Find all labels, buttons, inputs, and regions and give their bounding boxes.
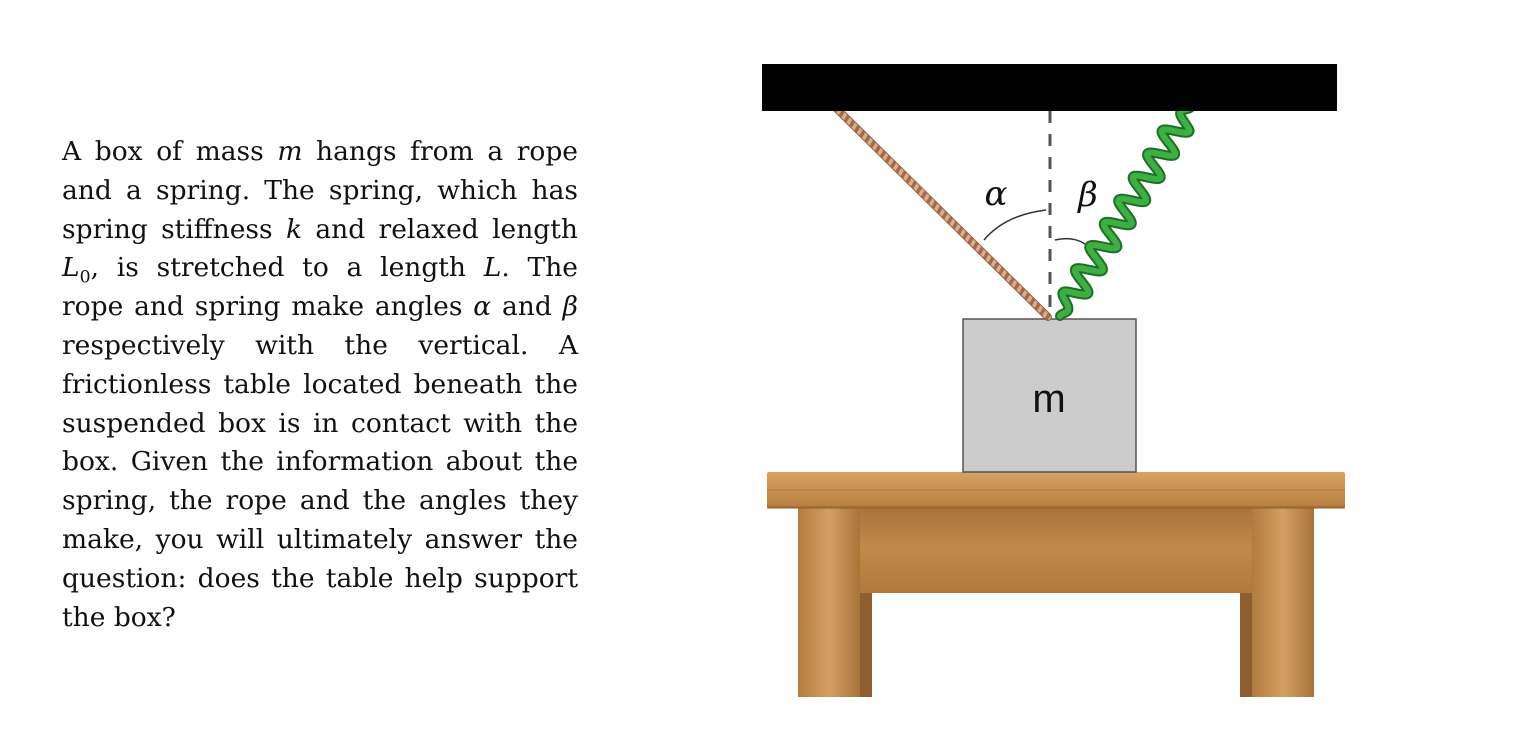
- math-symbol: L: [483, 252, 502, 284]
- problem-text-segment: and relaxed length: [302, 213, 578, 245]
- mass-label: m: [1032, 377, 1065, 421]
- table-leg-right: [1252, 505, 1314, 697]
- problem-text-segment: , is stretched to a length: [90, 252, 484, 284]
- table-leg-left: [798, 505, 860, 697]
- math-symbol: β: [562, 291, 578, 323]
- beta-label: β: [1076, 175, 1098, 215]
- problem-statement: A box of mass m hangs from a rope and a …: [62, 133, 578, 637]
- table: [767, 472, 1345, 697]
- math-symbol: m: [277, 136, 303, 167]
- table-leg-right-back: [1240, 560, 1254, 697]
- math-symbol: L: [62, 252, 80, 284]
- table-leg-left-back: [858, 560, 872, 697]
- math-symbol: k: [285, 213, 302, 245]
- spring: [1055, 103, 1195, 321]
- alpha-angle-arc: [983, 209, 1047, 241]
- beta-angle-arc: [1054, 237, 1086, 245]
- ceiling: [762, 64, 1337, 111]
- problem-text-segment: A box of mass: [62, 136, 278, 167]
- problem-text-segment: . The rope and spring make angles: [62, 252, 578, 323]
- spring-coil: [1057, 105, 1193, 319]
- rope: [832, 104, 1052, 321]
- math-symbol: 0: [79, 267, 91, 288]
- math-symbol: α: [473, 291, 492, 323]
- problem-text-segment: and: [491, 291, 563, 323]
- alpha-label: α: [985, 174, 1008, 214]
- mass-box: [962, 318, 1137, 473]
- problem-text-segment: respectively with the vertical. A fricti…: [62, 329, 578, 633]
- problem-text-segment: hangs from a rope and a spring. The spri…: [62, 136, 578, 245]
- table-apron: [857, 505, 1253, 593]
